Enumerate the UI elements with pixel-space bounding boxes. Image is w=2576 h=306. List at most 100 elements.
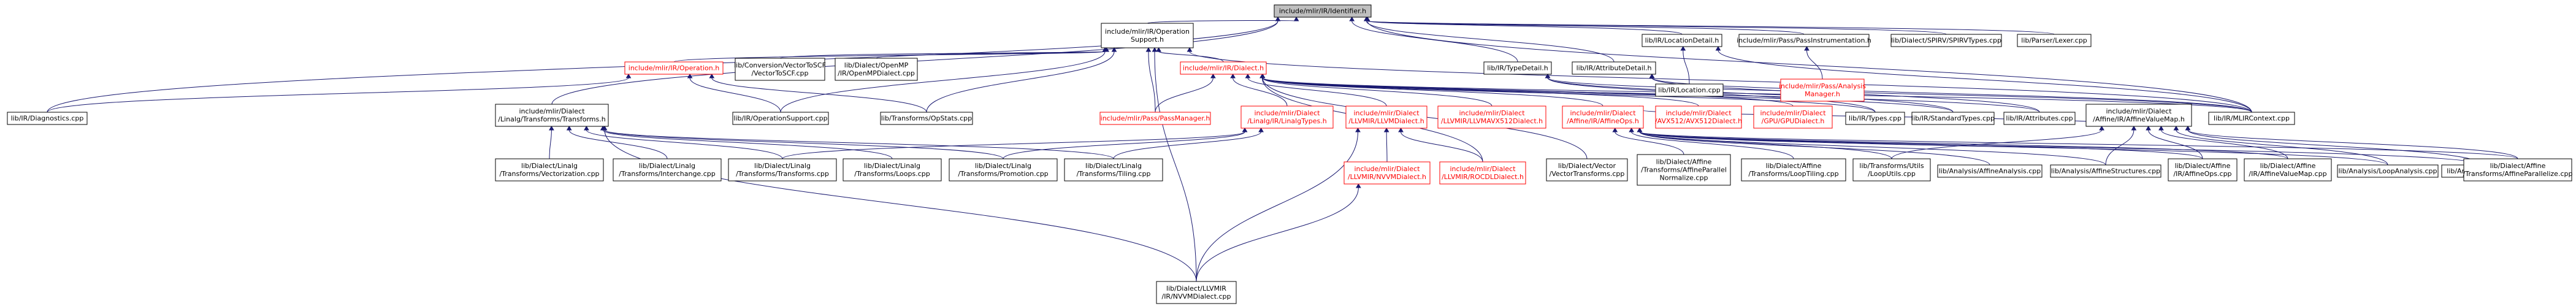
node-rocdldialect[interactable]: include/mlir/Dialect/LLVMIR/ROCDLDialect…: [1439, 161, 1526, 185]
edge-arrowhead: [625, 74, 632, 78]
edge-arrowhead: [1349, 17, 1355, 21]
edge-arrowhead: [1156, 47, 1161, 52]
node-parserlexer[interactable]: lib/Parser/Lexer.cpp: [2017, 34, 2092, 47]
node-label: /Transforms/Loops.cpp: [854, 170, 930, 178]
edge-attributes-to-dialect: [1262, 77, 2040, 113]
node-label: lib/IR/Types.cpp: [1849, 115, 1901, 123]
node-box: [735, 58, 825, 81]
node-tiling[interactable]: lib/Dialect/Linalg/Transforms/Tiling.cpp: [1064, 158, 1163, 182]
node-identifier[interactable]: include/mlir/IR/Identifier.h: [1274, 4, 1372, 18]
edge-arrowhead: [687, 74, 693, 78]
edge-arrowhead: [2158, 126, 2164, 131]
node-affinevaluemap[interactable]: include/mlir/Dialect/Affine/IR/AffineVal…: [2085, 104, 2192, 127]
node-stdtypes[interactable]: lib/IR/StandardTypes.cpp: [1911, 112, 1995, 125]
node-linalgtransforms[interactable]: include/mlir/Dialect/Linalg/Transforms/T…: [495, 104, 609, 127]
node-box: [1064, 158, 1163, 182]
node-interchange[interactable]: lib/Dialect/Linalg/Transforms/Interchang…: [613, 158, 722, 182]
node-label: lib/Transforms/Utils: [1859, 162, 1924, 170]
node-typedetail[interactable]: lib/IR/TypeDetail.h: [1483, 61, 1552, 75]
node-label: /LoopUtils.cpp: [1868, 170, 1916, 178]
node-affineopscpp[interactable]: lib/Dialect/Affine/IR/AffineOps.cpp: [2168, 158, 2238, 182]
edge-openmp-to-opsupport: [876, 51, 1107, 59]
node-label: lib/IR/Location.cpp: [1658, 86, 1720, 94]
edge-nvvmdialecth-to-llvmdialect: [1386, 131, 1388, 163]
node-passinst[interactable]: include/mlir/Pass/PassInstrumentation.h: [1737, 34, 1871, 47]
node-affinestructures[interactable]: lib/Analysis/AffineStructures.cpp: [2050, 164, 2161, 178]
node-promotion[interactable]: lib/Dialect/Linalg/Transforms/Promotion.…: [949, 158, 1058, 182]
edge-interchange-to-linalgtransforms: [568, 129, 668, 159]
node-openmp[interactable]: lib/Dialect/OpenMP/IR/OpenMPDialect.cpp: [835, 58, 918, 81]
node-box: [1439, 161, 1526, 185]
node-attributes[interactable]: lib/IR/Attributes.cpp: [2003, 112, 2076, 125]
node-label: lib/IR/Diagnostics.cpp: [11, 115, 84, 123]
node-vectortransforms[interactable]: lib/Dialect/Vector/VectorTransforms.cpp: [1546, 158, 1628, 182]
node-label: lib/IR/AttributeDetail.h: [1577, 64, 1652, 72]
node-nvvmdialectcpp[interactable]: lib/Dialect/LLVMIR/IR/NVVMDialect.cpp: [1156, 281, 1237, 304]
node-locdetail[interactable]: lib/IR/LocationDetail.h: [1642, 34, 1722, 47]
node-diagnostics[interactable]: lib/IR/Diagnostics.cpp: [7, 112, 88, 125]
edge-promotion-to-linalgtransforms: [604, 129, 1004, 159]
node-box: [1852, 158, 1931, 182]
node-gpudialect[interactable]: include/mlir/Dialect/GPU/GPUDialect.h: [1753, 105, 1833, 129]
node-box: [732, 112, 829, 125]
node-box: [2244, 158, 2332, 182]
node-box: [1845, 112, 1905, 125]
node-box: [7, 112, 88, 125]
node-box: [2003, 112, 2076, 125]
node-operation[interactable]: include/mlir/IR/Operation.h: [624, 61, 724, 75]
node-label: include/mlir/IR/Identifier.h: [1279, 7, 1366, 15]
node-opsupport[interactable]: include/mlir/IR/OperationSupport.h: [1101, 23, 1194, 48]
edge-arrowhead: [1210, 74, 1216, 78]
node-loopanalysis[interactable]: lib/Analysis/LoopAnalysis.cpp: [2337, 164, 2439, 178]
node-affinevaluemapcpp[interactable]: lib/Dialect/Affine/IR/AffineValueMap.cpp: [2244, 158, 2332, 182]
edge-nvvmdialectcpp-to-opsupport: [1154, 51, 1197, 282]
node-looptiling[interactable]: lib/Dialect/Affine/Transforms/LoopTiling…: [1741, 158, 1846, 182]
node-avx512[interactable]: include/mlir/Dialect/AVX512/AVX512Dialec…: [1655, 105, 1742, 129]
node-label: lib/Dialect/Affine: [1766, 162, 1822, 170]
node-location[interactable]: lib/IR/Location.cpp: [1655, 83, 1724, 97]
node-label: /IR/AffineValueMap.cpp: [2249, 170, 2326, 178]
node-linalgtypes[interactable]: include/mlir/Dialect/Linalg/IR/LinalgTyp…: [1240, 105, 1334, 129]
node-affineops[interactable]: include/mlir/Dialect/Affine/IR/AffineOps…: [1562, 105, 1644, 129]
node-llvmdialect[interactable]: include/mlir/Dialect/LLVMIR/LLVMDialect.…: [1345, 105, 1428, 129]
node-label: lib/Dialect/Linalg: [639, 162, 695, 170]
edge-opsupportcpp-to-opsupport: [780, 51, 1106, 113]
node-label: lib/IR/OperationSupport.cpp: [733, 115, 827, 123]
edge-arrowhead: [1111, 47, 1117, 52]
node-affineparallelize[interactable]: lib/Dialect/Affine/Transforms/AffinePara…: [2463, 158, 2573, 182]
node-label: lib/Dialect/Affine: [2260, 162, 2316, 170]
node-box: [495, 104, 609, 127]
node-affineparallelnorm[interactable]: lib/Dialect/Affine/Transforms/AffinePara…: [1637, 154, 1731, 186]
node-nvvmdialecth[interactable]: include/mlir/Dialect/LLVMIR/NVVMDialect.…: [1343, 161, 1431, 185]
edge-arrowhead: [1545, 74, 1551, 78]
edge-affineanalysis-to-affineops: [1639, 131, 1990, 166]
node-affineanalysis[interactable]: lib/Analysis/AffineAnalysis.cpp: [1937, 164, 2043, 178]
node-label: lib/Dialect/Vector: [1558, 162, 1616, 170]
node-vectortoscf[interactable]: lib/Conversion/VectorToSCF/VectorToSCF.c…: [734, 58, 826, 81]
node-vectorization[interactable]: lib/Dialect/Linalg/Transforms/Vectorizat…: [495, 158, 604, 182]
node-label: lib/Dialect/Linalg: [754, 162, 811, 170]
node-irtypes[interactable]: lib/IR/Types.cpp: [1845, 112, 1905, 125]
edge-irtypes-to-dialect: [1262, 77, 1876, 113]
node-dialect[interactable]: include/mlir/IR/Dialect.h: [1180, 61, 1267, 75]
edge-arrowhead: [1275, 17, 1281, 21]
node-label: /LLVMIR/ROCDLDialect.h: [1442, 173, 1524, 181]
node-label: /Linalg/Transforms/Transforms.h: [498, 115, 605, 123]
node-llvmavx512[interactable]: include/mlir/Dialect/LLVMIR/LLVMAVX512Di…: [1437, 105, 1546, 129]
node-passmgr[interactable]: include/mlir/Pass/PassManager.h: [1099, 112, 1211, 125]
node-loops[interactable]: lib/Dialect/Linalg/Transforms/Loops.cpp: [843, 158, 942, 182]
node-mlircontext[interactable]: lib/IR/MLIRContext.cpp: [2208, 112, 2295, 125]
node-transformscpp[interactable]: lib/Dialect/Linalg/Transforms/Transforms…: [728, 158, 837, 182]
node-attrdetail[interactable]: lib/IR/AttributeDetail.h: [1572, 61, 1656, 75]
edge-analysisutils-to-affineops: [1639, 131, 2482, 166]
node-opsupportcpp[interactable]: lib/IR/OperationSupport.cpp: [732, 112, 829, 125]
node-box: [1642, 34, 1722, 47]
node-opstats[interactable]: lib/Transforms/OpStats.cpp: [880, 112, 973, 125]
node-looputils[interactable]: lib/Transforms/Utils/LoopUtils.cpp: [1852, 158, 1931, 182]
node-label: /LLVMIR/LLVMDialect.h: [1348, 117, 1424, 125]
node-box: [1780, 78, 1865, 102]
edge-arrowhead: [1259, 74, 1265, 78]
node-spirvtypes[interactable]: lib/Dialect/SPIRV/SPIRVTypes.cpp: [1890, 34, 2002, 47]
edge-arrowhead: [1187, 47, 1193, 52]
